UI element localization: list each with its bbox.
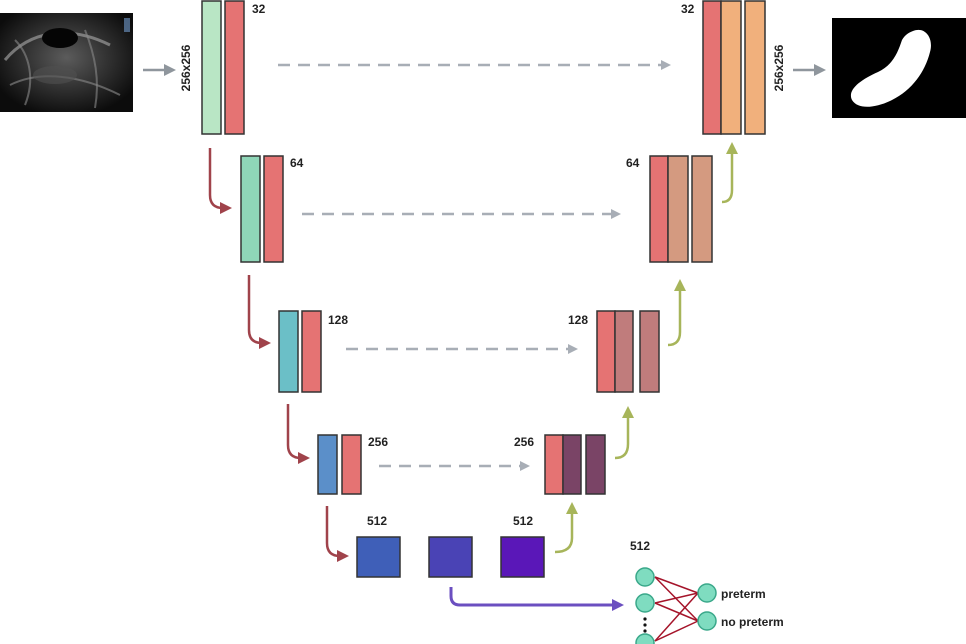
enc2-block-a <box>240 155 261 263</box>
enc1-block-a <box>201 0 222 135</box>
bottleneck-block-1 <box>356 536 401 578</box>
enc3-block-b <box>301 310 322 393</box>
dec4-block-b <box>562 434 582 495</box>
dec3-block-a <box>596 310 616 393</box>
enc4-block-b <box>341 434 362 495</box>
classifier-arrow <box>449 587 624 611</box>
up-arrow-4 <box>554 502 578 554</box>
down-arrow-2 <box>247 275 271 349</box>
input-node-1 <box>635 567 655 587</box>
dec2-block-a <box>649 155 669 263</box>
enc3-block-a <box>278 310 299 393</box>
enc4-block-a <box>317 434 338 495</box>
dec3-block-c <box>639 310 660 393</box>
input-ultrasound-image <box>0 13 133 112</box>
input-node-2 <box>635 593 655 613</box>
output-segmentation-mask <box>832 18 966 118</box>
output-node-no-preterm <box>697 611 717 631</box>
dec1-block-b <box>720 0 742 135</box>
down-arrow-3 <box>286 404 310 464</box>
dec4-block-a <box>544 434 564 495</box>
dec1-block-c <box>744 0 766 135</box>
dec3-block-b <box>614 310 634 393</box>
enc4-channels-label: 256 <box>368 435 388 449</box>
bottleneck-block-3 <box>500 536 545 578</box>
dec2-block-c <box>691 155 713 263</box>
enc1-channels-label: 32 <box>252 2 266 16</box>
dec4-block-c <box>585 434 606 495</box>
output-node-preterm <box>697 583 717 603</box>
up-arrow-2 <box>667 279 686 347</box>
enc2-block-b <box>263 155 284 263</box>
output-size-label: 256x256 <box>772 44 786 91</box>
dec3-channels-label: 128 <box>568 313 588 327</box>
dec2-channels-label: 64 <box>626 156 640 170</box>
bottleneck-block-2 <box>428 536 473 578</box>
input-size-label: 256x256 <box>179 44 193 91</box>
up-arrow-1 <box>721 142 738 204</box>
dec2-block-b <box>667 155 689 263</box>
bottleneck-right-channels-label: 512 <box>513 514 533 528</box>
dec4-channels-label: 256 <box>514 435 534 449</box>
enc3-channels-label: 128 <box>328 313 348 327</box>
fc-connections <box>654 576 699 642</box>
dec1-channels-label: 32 <box>681 2 695 16</box>
class-label-no-preterm: no preterm <box>721 615 784 629</box>
classifier-channels-label: 512 <box>630 539 650 553</box>
ellipsis-dots-icon <box>643 617 647 633</box>
enc2-channels-label: 64 <box>290 156 304 170</box>
enc1-block-b <box>224 0 245 135</box>
bottleneck-channels-label: 512 <box>367 514 387 528</box>
dec1-block-a <box>702 0 722 135</box>
input-node-3 <box>635 633 655 644</box>
up-arrow-3 <box>614 406 634 460</box>
down-arrow-4 <box>325 506 349 562</box>
down-arrow-1 <box>208 148 232 214</box>
class-label-preterm: preterm <box>721 587 766 601</box>
